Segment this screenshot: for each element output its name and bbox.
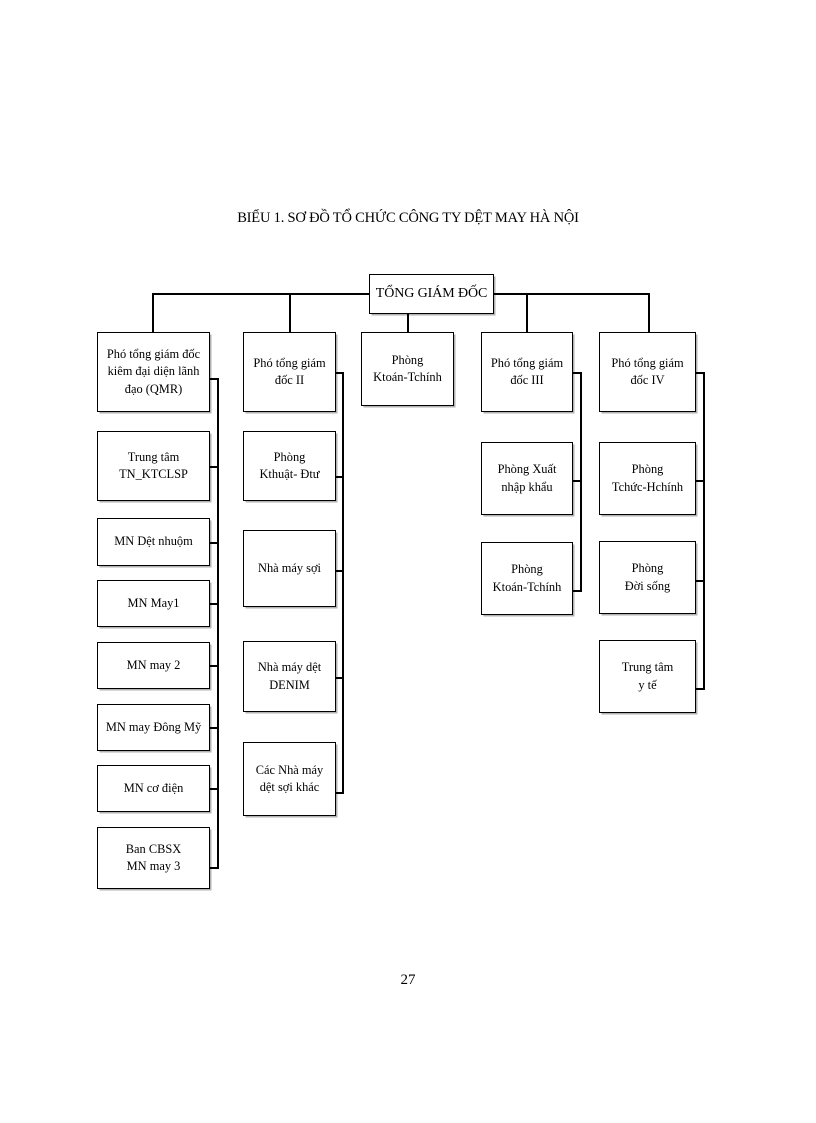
node-label: Các Nhà máy dệt sợi khác (255, 762, 324, 794)
node-label: Phòng Ktoán-Tchính (492, 562, 562, 594)
node-label: Trung tâm y tế (621, 660, 674, 692)
node-pho-tgd-qmr[interactable]: Phó tổng giám đốc kiêm đại diện lãnh đạo… (97, 332, 210, 412)
connector-stub-pho-tgd-iii (573, 372, 582, 374)
connector-stub-mn-det-nhuom (210, 542, 219, 544)
connector-drop-column-5 (648, 293, 650, 332)
node-mn-may-1[interactable]: MN May1 (97, 580, 210, 627)
connector-stub-mn-may-1 (210, 603, 219, 605)
node-label: Phó tổng giám đốc III (490, 355, 564, 387)
connector-stub-phong-tchuc-hchinh (696, 480, 705, 482)
node-label: MN Dệt nhuộm (114, 534, 193, 549)
connector-spine-column-1 (217, 378, 219, 868)
node-pho-tgd-iv[interactable]: Phó tổng giám đốc IV (599, 332, 696, 412)
connector-stub-nha-may-soi (336, 570, 344, 572)
node-pho-tgd-ii[interactable]: Phó tổng giám đốc II (243, 332, 336, 412)
page-number: 27 (400, 972, 416, 988)
node-nha-may-soi[interactable]: Nhà máy sợi (243, 530, 336, 607)
node-phong-ktoan-tchinh-iii[interactable]: Phòng Ktoán-Tchính (481, 542, 573, 615)
node-label: MN may Đông Mỹ (105, 719, 202, 734)
node-tong-giam-doc[interactable]: TỔNG GIÁM ĐỐC (369, 274, 494, 314)
connector-stub-phong-xuat-nhap-khau (573, 480, 582, 482)
connector-stub-cac-nha-may-det-soi-khac (336, 792, 344, 794)
node-trung-tam-y-te[interactable]: Trung tâm y tế (599, 640, 696, 713)
node-pho-tgd-iii[interactable]: Phó tổng giám đốc III (481, 332, 573, 412)
node-label: Phòng Kthuật- Đtư (259, 449, 320, 481)
connector-drop-column-2 (289, 293, 291, 332)
connector-stub-phong-doi-song (696, 580, 705, 582)
node-mn-may-dong-my[interactable]: MN may Đông Mỹ (97, 704, 210, 751)
node-label: Phòng Đời sống (624, 561, 671, 593)
node-ban-cbsx-mn-may-3[interactable]: Ban CBSX MN may 3 (97, 827, 210, 889)
node-label: Phòng Tchức-Hchính (611, 462, 684, 494)
node-label: Nhà máy dệt DENIM (257, 660, 322, 692)
node-trung-tam-tn-ktclsp[interactable]: Trung tâm TN_KTCLSP (97, 431, 210, 501)
node-label: MN cơ điện (123, 780, 184, 795)
node-label: Phó tổng giám đốc II (253, 355, 326, 387)
node-label: Phòng Ktoán-Tchính (373, 352, 442, 384)
node-mn-co-dien[interactable]: MN cơ điện (97, 765, 210, 812)
node-label: MN May1 (127, 595, 180, 610)
connector-stub-phong-ktoan-tchinh-iii (573, 590, 582, 592)
node-label: MN may 2 (126, 657, 181, 672)
node-phong-doi-song[interactable]: Phòng Đời sống (599, 541, 696, 614)
node-label: Ban CBSX MN may 3 (125, 841, 182, 873)
node-label: Nhà máy sợi (258, 560, 321, 575)
connector-top-bus-left (152, 293, 371, 295)
node-label: TỔNG GIÁM ĐỐC (375, 286, 488, 302)
connector-stub-mn-co-dien (210, 788, 219, 790)
connector-spine-column-5 (703, 372, 705, 689)
page-title: BIỂU 1. SƠ ĐỒ TỔ CHỨC CÔNG TY DỆT MAY HÀ… (237, 210, 579, 226)
connector-stub-pho-tgd-iv (696, 372, 705, 374)
connector-spine-column-4 (580, 372, 582, 592)
connector-stub-pho-tgd-qmr (210, 378, 219, 380)
connector-drop-column-3 (407, 313, 409, 332)
connector-stub-ban-cbsx-mn-may-3 (210, 867, 219, 869)
node-mn-det-nhuom[interactable]: MN Dệt nhuộm (97, 518, 210, 566)
connector-spine-column-2 (342, 372, 344, 793)
connector-stub-trung-tam-tn-ktclsp (210, 466, 219, 468)
connector-drop-column-4 (526, 293, 528, 332)
node-label: Trung tâm TN_KTCLSP (119, 449, 188, 481)
connector-stub-mn-may-2 (210, 665, 219, 667)
connector-top-bus-right (492, 293, 649, 295)
node-phong-ktoan-tchinh-tgd[interactable]: Phòng Ktoán-Tchính (361, 332, 454, 406)
node-phong-tchuc-hchinh[interactable]: Phòng Tchức-Hchính (599, 442, 696, 515)
node-phong-xuat-nhap-khau[interactable]: Phòng Xuất nhập khẩu (481, 442, 573, 515)
connector-stub-nha-may-det-denim (336, 677, 344, 679)
connector-stub-phong-kthuat-dtu (336, 476, 344, 478)
node-nha-may-det-denim[interactable]: Nhà máy dệt DENIM (243, 641, 336, 712)
node-label: Phó tổng giám đốc kiêm đại diện lãnh đạo… (106, 347, 201, 396)
connector-drop-column-1 (152, 293, 154, 332)
node-phong-kthuat-dtu[interactable]: Phòng Kthuật- Đtư (243, 431, 336, 501)
node-mn-may-2[interactable]: MN may 2 (97, 642, 210, 689)
node-label: Phòng Xuất nhập khẩu (497, 462, 557, 494)
connector-stub-trung-tam-y-te (696, 688, 705, 690)
node-cac-nha-may-det-soi-khac[interactable]: Các Nhà máy dệt sợi khác (243, 742, 336, 816)
node-label: Phó tổng giám đốc IV (611, 355, 684, 387)
connector-stub-pho-tgd-ii (336, 372, 344, 374)
connector-stub-mn-may-dong-my (210, 727, 219, 729)
